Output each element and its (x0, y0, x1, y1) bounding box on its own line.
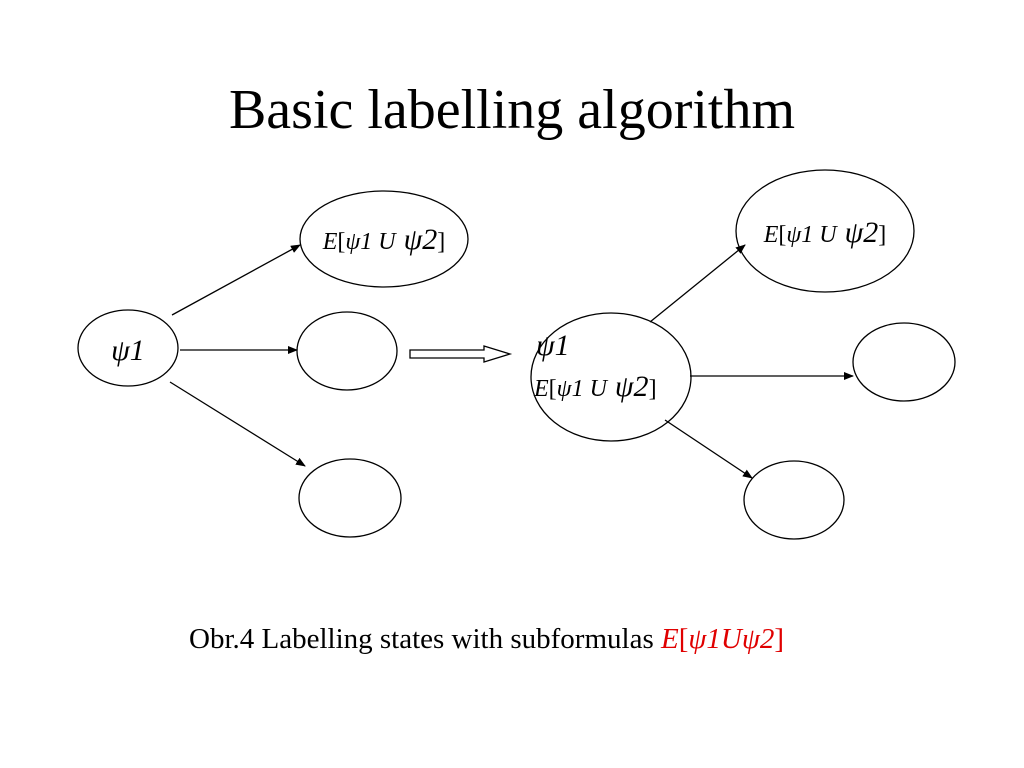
edge-left-to-bottom (169, 381, 306, 467)
edge-right-to-bottom (664, 419, 753, 479)
state-right-bottom (743, 460, 845, 540)
state-right-top (735, 169, 915, 293)
caption-formula: E[ψ1Uψ2] (661, 623, 785, 655)
state-right-source-psi1: ψ1 (536, 329, 570, 362)
edge-right-to-top (649, 244, 746, 323)
caption-text: Obr.4 Labelling states with subformulas (189, 623, 661, 655)
figure-caption: Obr.4 Labelling states with subformulas … (189, 619, 784, 659)
state-left-middle (296, 311, 398, 391)
state-left-source (77, 309, 179, 387)
state-right-source (530, 312, 692, 442)
slide-title: Basic labelling algorithm (228, 79, 796, 141)
state-right-middle (852, 322, 956, 402)
state-left-source-label: ψ1 (111, 334, 145, 367)
state-left-bottom (298, 458, 402, 538)
transition-arrow (409, 345, 513, 363)
state-left-top (299, 190, 469, 288)
edge-left-to-top (171, 244, 301, 316)
